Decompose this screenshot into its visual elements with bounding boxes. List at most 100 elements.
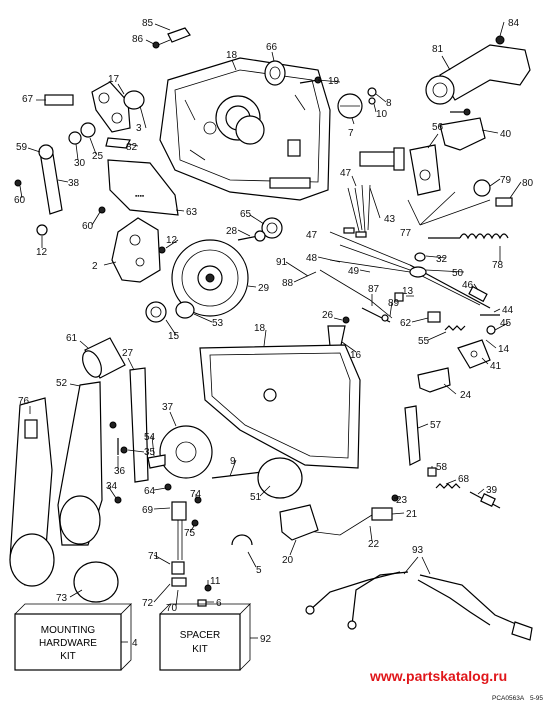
- callout-2: 2: [92, 261, 98, 272]
- callout-18-top: 18: [226, 50, 238, 61]
- part-screw-28: [237, 230, 266, 242]
- callout-29: 29: [258, 283, 270, 294]
- callout-54: 54: [144, 432, 156, 443]
- callout-86: 86: [132, 34, 144, 45]
- callout-13: 13: [402, 286, 414, 297]
- svg-text:▪▪▪▪: ▪▪▪▪: [135, 193, 144, 200]
- callout-47b: 47: [306, 230, 318, 241]
- callout-18-lower: 18: [254, 323, 266, 334]
- part-switch-20: [279, 504, 319, 541]
- callout-10: 10: [376, 109, 388, 120]
- callout-78: 78: [492, 260, 504, 271]
- callout-70: 70: [166, 603, 178, 614]
- callout-44: 44: [502, 305, 514, 316]
- callout-89: 89: [388, 298, 400, 309]
- part-wire-88: [319, 269, 393, 319]
- part-bushing-65: [261, 217, 283, 239]
- callout-58: 58: [436, 462, 448, 473]
- callout-57: 57: [430, 420, 442, 431]
- callout-48: 48: [306, 253, 318, 264]
- part-grommet-50: [409, 266, 427, 278]
- kit-spacer: SPACER KIT 92: [159, 603, 272, 671]
- callout-45: 45: [500, 318, 512, 329]
- callout-49: 49: [348, 266, 360, 277]
- callout-17: 17: [108, 74, 120, 85]
- callout-12a: 12: [36, 247, 48, 258]
- callout-67: 67: [22, 94, 34, 105]
- part-screw-35: [120, 446, 128, 454]
- part-handle-arm-76: [9, 397, 55, 587]
- part-disc-73: [73, 561, 119, 603]
- callout-73: 73: [56, 593, 68, 604]
- callout-8: 8: [386, 98, 392, 109]
- part-spring-68: [435, 483, 461, 489]
- callout-26: 26: [322, 310, 334, 321]
- callout-59: 59: [16, 142, 28, 153]
- part-harness-93: [305, 571, 533, 641]
- callout-9: 9: [230, 456, 236, 467]
- part-72: [171, 577, 187, 587]
- kit-mounting-line1: MOUNTING: [41, 625, 96, 636]
- callout-27: 27: [122, 348, 134, 359]
- callout-80: 80: [522, 178, 534, 189]
- kit-spacer-line2: KIT: [192, 644, 208, 655]
- callout-60a: 60: [14, 195, 26, 206]
- footer-date: 5-95: [530, 695, 543, 702]
- callout-61: 61: [66, 333, 78, 344]
- callout-3: 3: [136, 123, 142, 134]
- part-plate-56: [409, 144, 441, 196]
- part-washer-30: [68, 131, 82, 145]
- part-lever-38: [38, 144, 63, 215]
- callout-24: 24: [460, 390, 472, 401]
- part-plate-63: ▪▪▪▪: [107, 159, 179, 216]
- callout-56: 56: [432, 122, 444, 133]
- part-gear-29: [171, 239, 249, 317]
- part-bracket-40: [439, 117, 486, 151]
- callout-75: 75: [184, 528, 196, 539]
- callout-35: 35: [144, 447, 156, 458]
- part-key-80: [495, 197, 513, 207]
- callout-55: 55: [418, 336, 430, 347]
- part-54: [147, 454, 166, 469]
- part-switch-43: [359, 147, 405, 171]
- callout-labels: 85 86 84 18 66 81 17 19 67 8 3 10 82 7 2…: [14, 18, 534, 614]
- part-bracket-2: [111, 217, 161, 283]
- control-housing-lower: [199, 344, 361, 469]
- part-block-41: [457, 339, 491, 369]
- callout-91: 91: [276, 257, 288, 268]
- callout-11: 11: [210, 576, 221, 587]
- callout-68: 68: [458, 474, 470, 485]
- callout-14: 14: [498, 344, 510, 355]
- callout-81: 81: [432, 44, 444, 55]
- callout-41: 41: [490, 361, 502, 372]
- callout-85: 85: [142, 18, 154, 29]
- part-coil-78: [428, 233, 509, 240]
- callout-60b: 60: [82, 221, 94, 232]
- part-gear-37: [159, 425, 213, 479]
- part-13: [394, 292, 404, 302]
- part-plunger-39: [469, 491, 501, 509]
- part-pin-9: [211, 471, 263, 479]
- part-ring-53: [175, 301, 195, 319]
- callout-63: 63: [186, 207, 198, 218]
- part-lever-27: [129, 367, 149, 483]
- callout-84: 84: [508, 18, 520, 29]
- part-screw-74: [194, 496, 202, 504]
- watermark: www.partskatalog.ru: [369, 668, 507, 684]
- callout-69: 69: [142, 505, 154, 516]
- callout-76: 76: [18, 396, 30, 407]
- control-housing-upper: [159, 57, 331, 201]
- callout-16: 16: [350, 350, 362, 361]
- callout-5: 5: [256, 565, 262, 576]
- part-bracket-85: [152, 27, 191, 49]
- callout-28: 28: [226, 226, 238, 237]
- part-screw-26: [342, 316, 350, 324]
- callout-72: 72: [142, 598, 154, 609]
- callout-47a: 47: [340, 168, 352, 179]
- part-plate-17: [91, 81, 131, 133]
- callout-51: 51: [250, 492, 262, 503]
- part-clip-5: [231, 534, 253, 546]
- part-disc-7: [337, 93, 363, 119]
